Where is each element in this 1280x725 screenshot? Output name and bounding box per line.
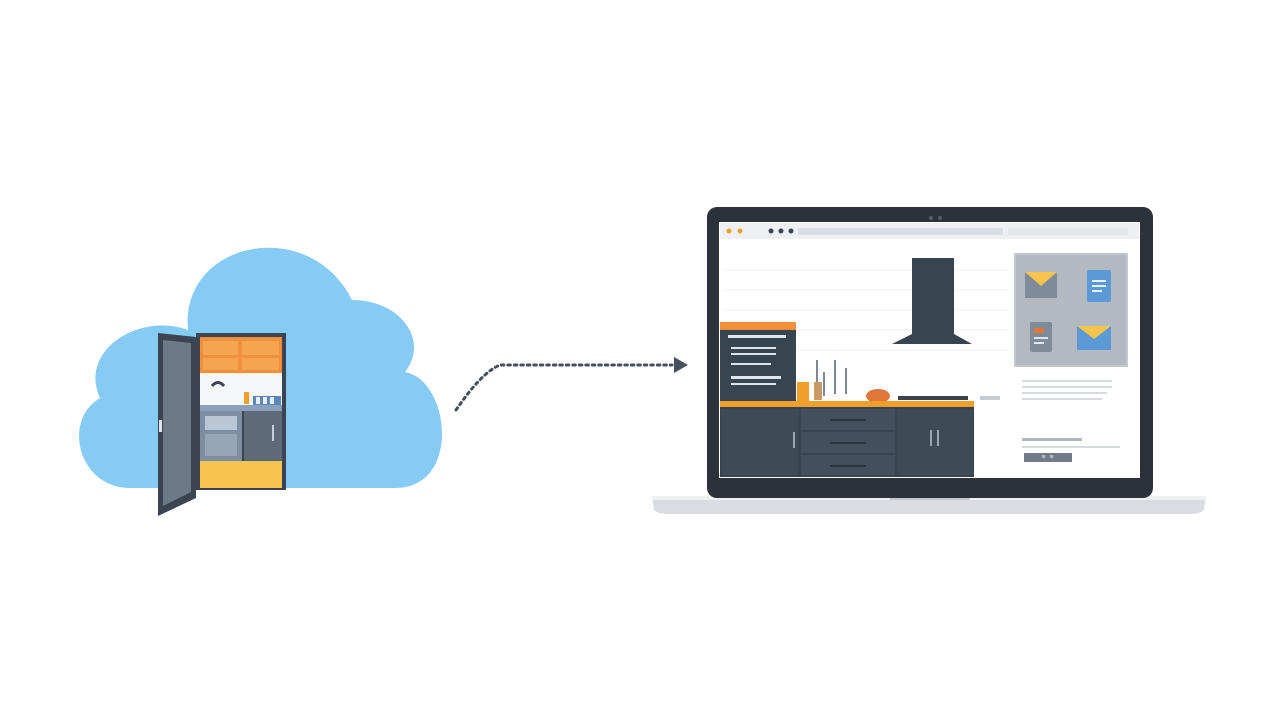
panel-button-label: ≡ ≡ xyxy=(1024,453,1072,462)
open-kitchen-door-icon xyxy=(158,333,286,516)
dotted-arrow-icon xyxy=(456,357,688,410)
mail-icon xyxy=(1025,272,1057,298)
document-icon xyxy=(1087,270,1111,302)
envelope-icon xyxy=(1077,326,1111,350)
calendar-icon xyxy=(1030,322,1052,352)
browser-window-icon xyxy=(720,223,1139,239)
